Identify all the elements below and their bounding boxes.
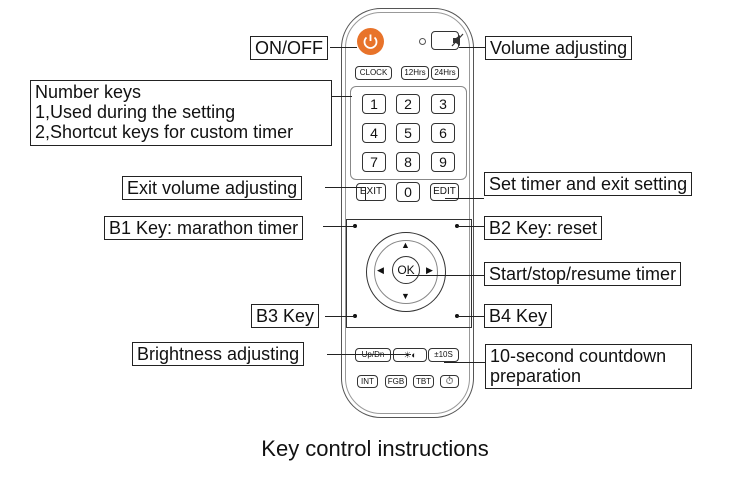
number-key-5[interactable]: 5 bbox=[396, 123, 420, 143]
volume-button[interactable] bbox=[431, 31, 464, 50]
arrow-up-icon[interactable]: ▲ bbox=[401, 240, 410, 250]
tbt-key[interactable]: TBT bbox=[413, 375, 434, 388]
power-icon bbox=[363, 34, 378, 49]
indicator-light bbox=[419, 38, 426, 45]
label-b1: B1 Key: marathon timer bbox=[104, 216, 304, 240]
fgb-key[interactable]: FGB bbox=[385, 375, 407, 388]
label-exit-volume: Exit volume adjusting bbox=[122, 176, 303, 200]
number-key-2[interactable]: 2 bbox=[396, 94, 420, 114]
number-keys-line1: 1,Used during the setting bbox=[35, 102, 236, 122]
updn-key[interactable]: Up/Dn bbox=[355, 348, 391, 362]
int-key[interactable]: INT bbox=[357, 375, 378, 388]
label-b3: B3 Key bbox=[251, 304, 320, 328]
number-key-6[interactable]: 6 bbox=[431, 123, 455, 143]
label-set-timer: Set timer and exit setting bbox=[484, 172, 693, 196]
zero-key[interactable]: 0 bbox=[396, 182, 420, 202]
number-key-9[interactable]: 9 bbox=[431, 152, 455, 172]
label-start-stop: Start/stop/resume timer bbox=[484, 262, 682, 286]
brightness-key[interactable]: ☀◐ bbox=[393, 348, 427, 362]
number-key-3[interactable]: 3 bbox=[431, 94, 455, 114]
label-number-keys: Number keys 1,Used during the setting 2,… bbox=[30, 80, 332, 146]
number-keys-title: Number keys bbox=[35, 82, 142, 102]
12hrs-key[interactable]: 12Hrs bbox=[401, 66, 429, 80]
leader-start-stop bbox=[406, 275, 484, 276]
leader-b3 bbox=[325, 316, 355, 317]
arrow-down-icon[interactable]: ▼ bbox=[401, 291, 410, 301]
leader-countdown bbox=[444, 362, 485, 363]
number-pad bbox=[350, 86, 467, 180]
power-button[interactable] bbox=[357, 28, 384, 55]
edit-key[interactable]: EDIT bbox=[430, 183, 459, 201]
label-b2: B2 Key: reset bbox=[484, 216, 603, 240]
label-on-off: ON/OFF bbox=[250, 36, 328, 60]
dpad-panel bbox=[346, 219, 472, 328]
figure-caption: Key control instructions bbox=[261, 436, 489, 461]
leader-on-off bbox=[330, 47, 357, 48]
label-volume-adjusting: Volume adjusting bbox=[485, 36, 633, 60]
leader-brightness bbox=[327, 354, 411, 355]
ok-button[interactable]: OK bbox=[392, 256, 420, 284]
leader-exit-volume bbox=[325, 187, 365, 188]
dpad-inner-ring bbox=[374, 240, 438, 304]
countdown-key[interactable]: ±10S bbox=[428, 348, 459, 362]
clock-key[interactable]: CLOCK bbox=[355, 66, 392, 80]
label-countdown: 10-second countdown preparation bbox=[485, 344, 692, 389]
mute-icon bbox=[451, 33, 464, 47]
number-key-8[interactable]: 8 bbox=[396, 152, 420, 172]
leader-b2 bbox=[457, 226, 484, 227]
b1-key[interactable] bbox=[353, 224, 357, 228]
number-key-7[interactable]: 7 bbox=[362, 152, 386, 172]
leader-b4 bbox=[457, 316, 484, 317]
leader-volume bbox=[459, 47, 485, 48]
leader-exit-volume-v bbox=[365, 187, 366, 200]
stopwatch-icon: ⏱ bbox=[445, 376, 454, 387]
leader-set-timer bbox=[445, 198, 484, 199]
24hrs-key[interactable]: 24Hrs bbox=[431, 66, 459, 80]
remote-inner-outline bbox=[345, 12, 470, 414]
b3-key[interactable] bbox=[353, 314, 357, 318]
leader-b1 bbox=[323, 226, 355, 227]
label-brightness: Brightness adjusting bbox=[132, 342, 305, 366]
leader-number-keys bbox=[332, 96, 352, 97]
label-b4: B4 Key bbox=[484, 304, 553, 328]
countdown-line1: 10-second countdown bbox=[490, 346, 667, 366]
number-keys-line2: 2,Shortcut keys for custom timer bbox=[35, 122, 294, 142]
number-key-4[interactable]: 4 bbox=[362, 123, 386, 143]
dpad-ring[interactable] bbox=[366, 232, 446, 312]
arrow-right-icon[interactable]: ▶ bbox=[426, 265, 433, 275]
arrow-left-icon[interactable]: ◀ bbox=[377, 265, 384, 275]
number-key-1[interactable]: 1 bbox=[362, 94, 386, 114]
countdown-line2: preparation bbox=[490, 366, 582, 386]
timer-key[interactable]: ⏱ bbox=[440, 375, 459, 388]
exit-key[interactable]: EXIT bbox=[356, 183, 386, 201]
